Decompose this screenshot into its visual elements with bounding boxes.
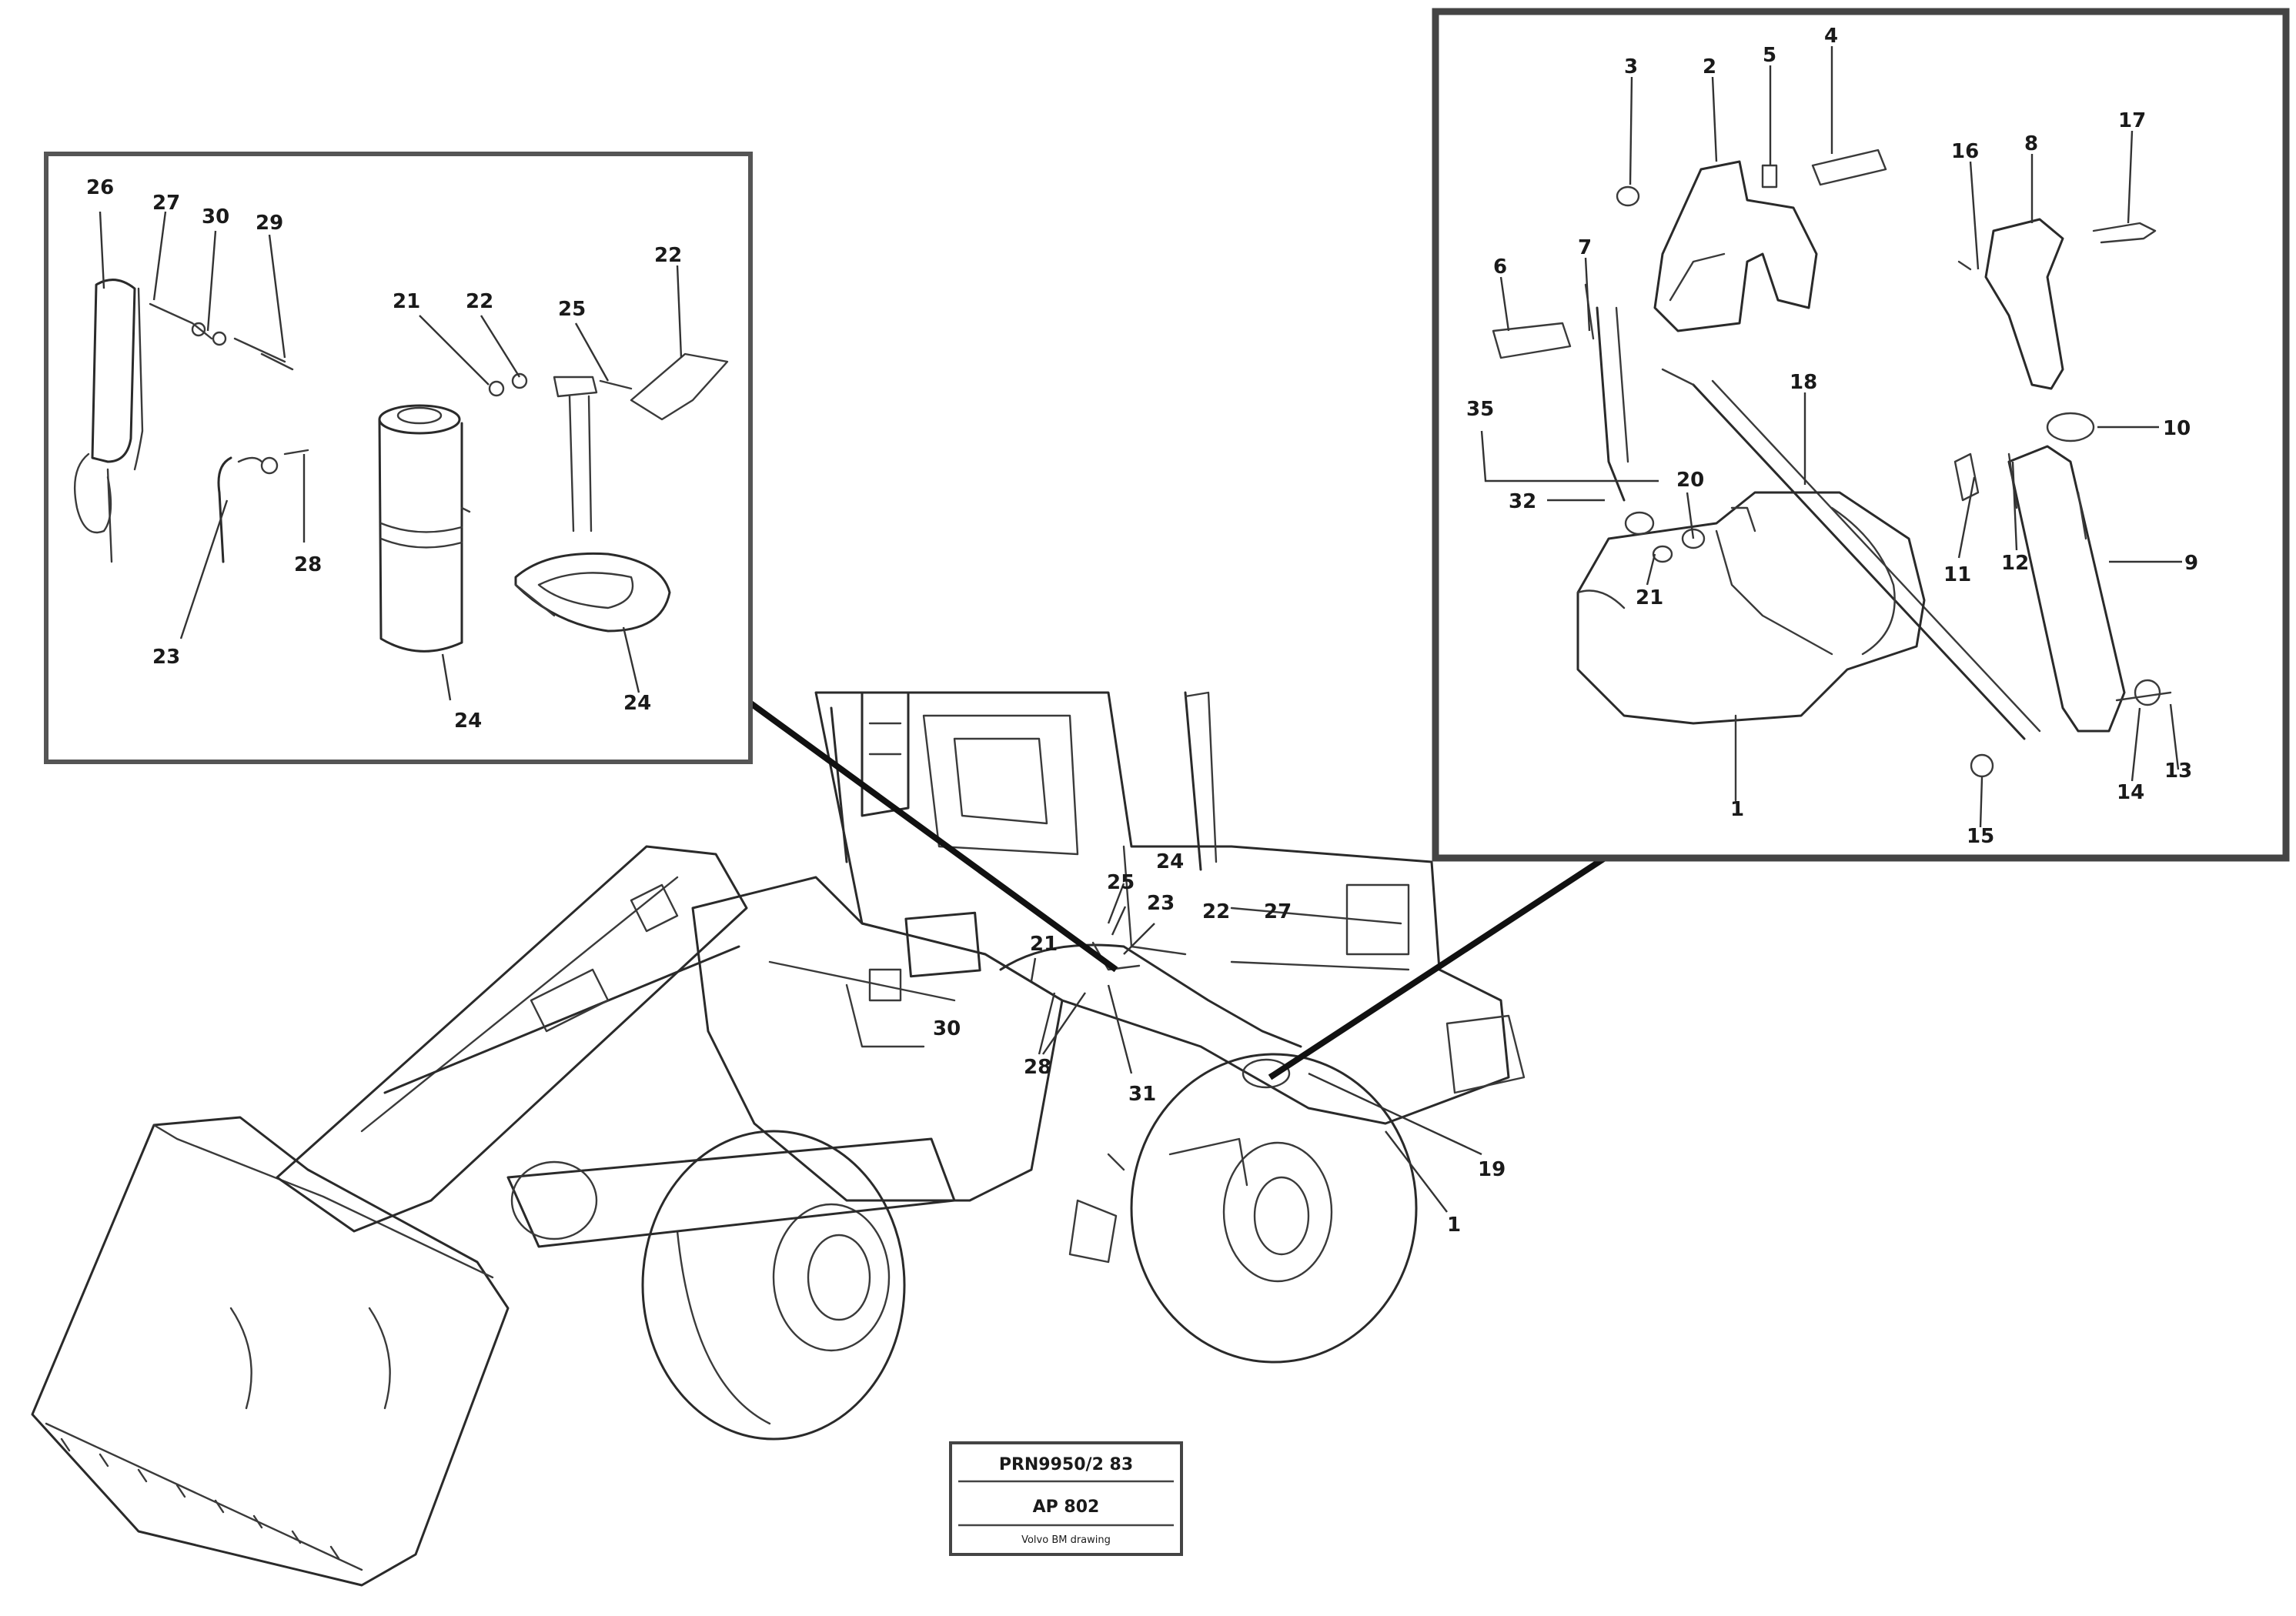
operator-cab bbox=[861, 691, 910, 817]
left-inset-label-29: 29 bbox=[256, 212, 283, 235]
pin-part bbox=[1492, 283, 1629, 502]
rear-body bbox=[814, 691, 1526, 1125]
long-rod bbox=[1661, 368, 2041, 740]
valve-housing bbox=[1576, 491, 1926, 725]
hose-part bbox=[74, 279, 144, 563]
stamp-drawing-code: AP 802 bbox=[1033, 1497, 1100, 1517]
mid-components bbox=[868, 911, 1302, 1264]
stamp-footer-text: Volvo BM drawing bbox=[1021, 1534, 1111, 1546]
loader-bucket bbox=[31, 1116, 510, 1587]
front-chassis bbox=[691, 876, 1064, 1202]
machine-label-25: 25 bbox=[1107, 871, 1135, 894]
front-axle bbox=[506, 1137, 956, 1248]
right-inset-label-14: 14 bbox=[2117, 781, 2144, 804]
right-inset-label-1: 1 bbox=[1730, 798, 1744, 821]
right-inset-label-11: 11 bbox=[1943, 563, 1971, 586]
left-inset-label-22: 22 bbox=[466, 290, 493, 313]
wheel-loader-drawing bbox=[31, 691, 1526, 1587]
left-inset-label-23: 23 bbox=[152, 646, 180, 669]
machine-label-19: 19 bbox=[1478, 1158, 1506, 1181]
clamp-part bbox=[514, 552, 671, 633]
right-inset-label-17: 17 bbox=[2118, 109, 2146, 132]
machine-label-31: 31 bbox=[1128, 1083, 1156, 1106]
left-inset-label-30: 30 bbox=[202, 205, 229, 229]
bracket-part bbox=[630, 352, 729, 421]
left-inset-label-21: 21 bbox=[393, 290, 420, 313]
right-inset-label-4: 4 bbox=[1824, 25, 1838, 48]
right-inset-label-9: 9 bbox=[2184, 552, 2198, 575]
machine-leader-lines bbox=[1030, 883, 1482, 1213]
right-inset-label-13: 13 bbox=[2164, 760, 2192, 783]
right-inset-label-12: 12 bbox=[2001, 552, 2029, 575]
right-inset-label-8: 8 bbox=[2024, 132, 2038, 155]
right-inset-label-21: 21 bbox=[1636, 586, 1663, 609]
stamp-reference-number: PRN9950/2 83 bbox=[999, 1455, 1133, 1474]
filter-canister bbox=[378, 404, 471, 653]
right-inset-label-15: 15 bbox=[1967, 825, 1994, 848]
elbow-part bbox=[217, 449, 309, 563]
fitting-parts bbox=[149, 302, 294, 371]
machine-label-30: 30 bbox=[933, 1017, 961, 1040]
right-inset-label-18: 18 bbox=[1790, 371, 1817, 394]
left-detail-inset: 26 27 30 29 21 22 25 23 28 22 24 24 bbox=[44, 152, 753, 764]
right-inset-label-16: 16 bbox=[1951, 140, 1979, 163]
rear-wheel bbox=[1130, 1053, 1418, 1364]
right-inset-label-6: 6 bbox=[1493, 255, 1507, 279]
machine-label-27: 27 bbox=[1264, 900, 1292, 923]
left-inset-label-28: 28 bbox=[294, 553, 322, 576]
right-inset-label-5: 5 bbox=[1763, 44, 1776, 67]
machine-label-1: 1 bbox=[1447, 1214, 1461, 1237]
machine-label-22: 22 bbox=[1202, 900, 1230, 923]
union-fitting bbox=[488, 372, 633, 533]
side-arm bbox=[1953, 412, 2172, 778]
left-inset-label-24: 24 bbox=[454, 710, 482, 733]
right-inset-label-20: 20 bbox=[1676, 469, 1704, 492]
left-inset-leaders bbox=[99, 211, 683, 701]
lever-part bbox=[1957, 218, 2157, 390]
machine-label-23: 23 bbox=[1147, 892, 1175, 915]
right-inset-label-32: 32 bbox=[1509, 490, 1536, 513]
left-inset-label-25: 25 bbox=[558, 298, 586, 321]
upper-bracket bbox=[1616, 149, 1887, 332]
right-inset-label-7: 7 bbox=[1578, 236, 1592, 259]
right-detail-inset: 3 2 5 4 16 8 17 6 7 18 35 20 32 10 11 12… bbox=[1432, 8, 2290, 862]
lift-arm bbox=[276, 845, 748, 1233]
right-inset-leaders bbox=[1480, 46, 2182, 828]
machine-label-24: 24 bbox=[1156, 850, 1184, 873]
drawing-stamp: PRN9950/2 83 AP 802 Volvo BM drawing bbox=[949, 1441, 1183, 1556]
right-inset-label-3: 3 bbox=[1624, 55, 1638, 78]
front-wheel bbox=[641, 1130, 906, 1441]
right-inset-label-10: 10 bbox=[2163, 417, 2191, 440]
left-inset-label-26: 26 bbox=[86, 176, 114, 199]
left-inset-label-24b: 24 bbox=[623, 692, 651, 715]
machine-callouts: 24 25 23 22 21 27 30 28 31 19 1 bbox=[933, 850, 1506, 1237]
right-inset-label-35: 35 bbox=[1466, 398, 1494, 421]
machine-label-28: 28 bbox=[1024, 1056, 1051, 1079]
left-inset-label-22b: 22 bbox=[654, 244, 682, 267]
right-inset-label-2: 2 bbox=[1703, 55, 1716, 78]
left-inset-label-27: 27 bbox=[152, 192, 180, 215]
inset-pointer-lines bbox=[744, 697, 1607, 1080]
machine-label-21: 21 bbox=[1030, 933, 1058, 956]
